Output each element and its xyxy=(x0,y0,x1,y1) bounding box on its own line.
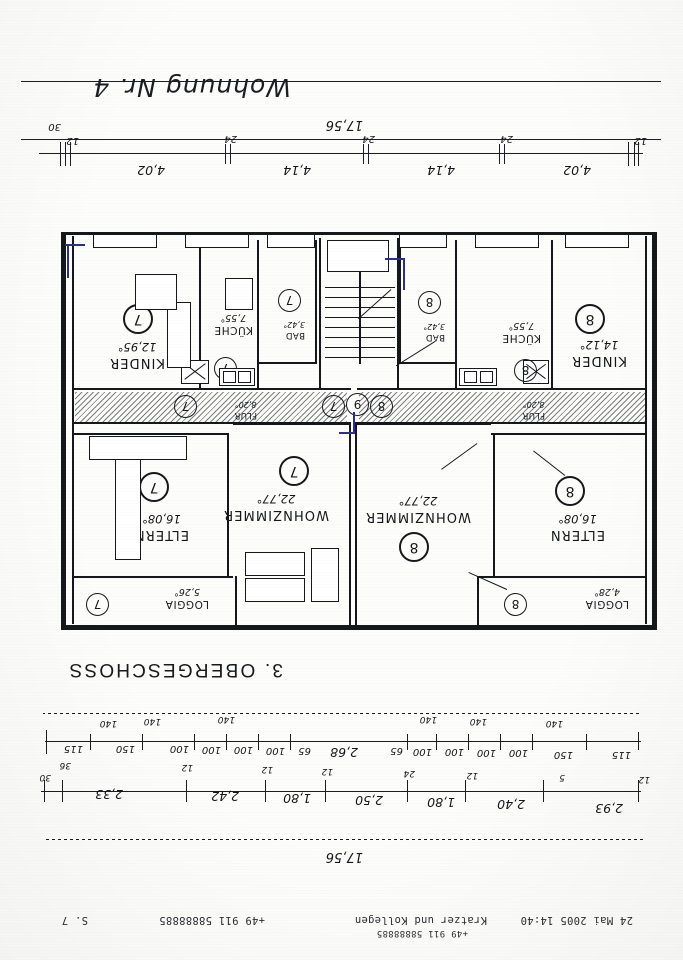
upper-seg-1: 4,02 xyxy=(563,163,591,178)
room-label-kinder-right: KINDER 12,95° xyxy=(109,340,165,370)
lower-seg-5: 1,80 xyxy=(283,791,311,806)
win-7: 65 xyxy=(390,745,403,756)
unit-marker-bad-right: 7 xyxy=(278,289,301,312)
pen-mark-right xyxy=(67,244,69,278)
page-title: Wohnung Nr. 4 xyxy=(92,73,291,102)
fax-sender-name: Kratzer und Kollegen xyxy=(354,914,487,926)
unit-marker-kueche-left: 8 xyxy=(514,359,537,382)
win-r3: 100 xyxy=(233,744,253,755)
fax-date: 24 Mai 2005 14:40 xyxy=(520,914,633,926)
unit-marker-flur-left: 8 xyxy=(370,395,393,418)
upper-tick-1: 12 xyxy=(634,135,647,146)
room-label-loggia-left: LOGGIA 4,28° xyxy=(585,586,629,610)
upper-tick-6: 30 xyxy=(48,121,61,132)
small-140-e: 140 xyxy=(143,716,161,726)
pen-mark-bottom xyxy=(403,258,405,290)
room-label-eltern-right: ELTERN 16,08° xyxy=(133,512,189,542)
lower-tick-9: 30 xyxy=(39,772,51,782)
unit-marker-flur-right-a: 7 xyxy=(322,395,345,418)
window-opening xyxy=(475,234,539,248)
room-label-kueche-left: KÜCHE 7,55° xyxy=(501,320,541,344)
lower-tick-3: 12 xyxy=(466,770,478,780)
small-140-f: 140 xyxy=(99,718,117,728)
lower-seg-2: 2,40 xyxy=(497,797,525,812)
pen-mark-top-h xyxy=(339,432,355,434)
upper-tick-3: 24 xyxy=(362,133,375,144)
lower-seg-4: 2,50 xyxy=(355,793,383,808)
floor-plan: LOGGIA 4,28° 8 LOGGIA 5,26° 7 ELTERN 16,… xyxy=(29,215,657,630)
pen-mark-right-h xyxy=(65,244,85,246)
win-3: 100 xyxy=(508,747,528,758)
win-r6: 150 xyxy=(115,743,135,754)
room-label-flur-right: FLUR 8,20° xyxy=(234,400,257,420)
lower-tick-8: 36 xyxy=(59,760,71,770)
room-label-flur-left: FLUR 8,20° xyxy=(522,400,545,420)
lower-seg-7: 2,33 xyxy=(95,787,123,802)
room-label-wohnzimmer-right: WOHNZIMMER 22,77° xyxy=(222,492,329,522)
window-opening xyxy=(185,234,249,248)
unit-marker-loggia-right: 7 xyxy=(86,593,109,616)
pen-mark-bottom-h xyxy=(385,258,405,260)
window-opening xyxy=(399,234,447,248)
win-r7: 115 xyxy=(63,743,83,754)
unit-marker-loggia-left: 8 xyxy=(504,593,527,616)
room-label-bad-right: BAD 3,42° xyxy=(283,320,305,340)
win-2: 150 xyxy=(553,749,573,760)
unit-marker-bad-left: 8 xyxy=(418,291,441,314)
window-opening xyxy=(267,234,315,248)
lower-tick-7: 12 xyxy=(181,762,193,772)
unit-marker-eltern-right: 7 xyxy=(139,472,169,502)
fax-number: +49 911 58888885 xyxy=(159,914,265,926)
small-140-a: 140 xyxy=(545,718,563,728)
lower-seg-6: 2,42 xyxy=(211,789,239,804)
win-r2: 100 xyxy=(265,745,285,756)
lower-tick-6: 12 xyxy=(261,764,273,774)
center-gap-dimension: 2,68 xyxy=(330,745,358,760)
room-label-kueche-right: KÜCHE 7,55° xyxy=(213,312,253,336)
upper-tick-5: 12 xyxy=(66,135,79,146)
win-r5: 100 xyxy=(169,743,189,754)
unit-marker-wohnzimmer-left: 8 xyxy=(399,532,429,562)
fax-header: 24 Mai 2005 14:40 +49 911 58888885 Kratz… xyxy=(0,906,683,952)
upper-overall-dimension: 17,56 xyxy=(325,117,363,132)
win-4: 100 xyxy=(476,747,496,758)
fax-sender-number: +49 911 58888885 xyxy=(376,928,469,938)
win-1: 115 xyxy=(611,749,631,760)
win-5: 100 xyxy=(444,746,464,757)
upper-seg-4: 4,02 xyxy=(137,163,165,178)
upper-seg-3: 4,14 xyxy=(283,163,311,178)
small-140-b: 140 xyxy=(469,716,487,726)
unit-marker-eltern-left: 8 xyxy=(555,476,585,506)
win-r1: 65 xyxy=(298,745,311,756)
lower-tick-5: 12 xyxy=(321,766,333,776)
room-label-bad-left: BAD 3,42° xyxy=(423,322,445,342)
small-140-c: 140 xyxy=(419,714,437,724)
lower-tick-1: 12 xyxy=(638,774,650,784)
unit-marker-flur-right-b: 7 xyxy=(174,395,197,418)
window-opening xyxy=(565,234,629,248)
pen-mark-top xyxy=(353,412,355,434)
win-6: 100 xyxy=(412,746,432,757)
upper-seg-2: 4,14 xyxy=(427,163,455,178)
stair-marker: 9 xyxy=(346,393,369,416)
window-opening xyxy=(93,234,157,248)
unit-marker-wohnzimmer-right: 7 xyxy=(279,456,309,486)
lower-tick-2: 5 xyxy=(559,772,565,782)
lower-tick-4: 24 xyxy=(403,768,415,778)
room-label-kinder-left: KINDER 14,12° xyxy=(571,338,627,368)
room-label-eltern-left: ELTERN 16,08° xyxy=(549,512,605,542)
win-r4: 100 xyxy=(201,744,221,755)
small-140-d: 140 xyxy=(217,714,235,724)
upper-tick-2: 24 xyxy=(500,133,513,144)
floor-label: 3. OBERGESCHOSS xyxy=(67,659,283,680)
room-label-wohnzimmer-left: WOHNZIMMER 22,77° xyxy=(364,494,471,524)
unit-marker-kinder-left: 8 xyxy=(575,304,605,334)
upper-tick-4: 24 xyxy=(224,133,237,144)
room-label-loggia-right: LOGGIA 5,26° xyxy=(165,586,209,610)
fax-page-number: S. 7 xyxy=(61,914,89,926)
lower-seg-1: 2,93 xyxy=(595,801,623,816)
lower-overall-dimension: 17,56 xyxy=(325,849,363,864)
lower-seg-3: 1,80 xyxy=(427,795,455,810)
